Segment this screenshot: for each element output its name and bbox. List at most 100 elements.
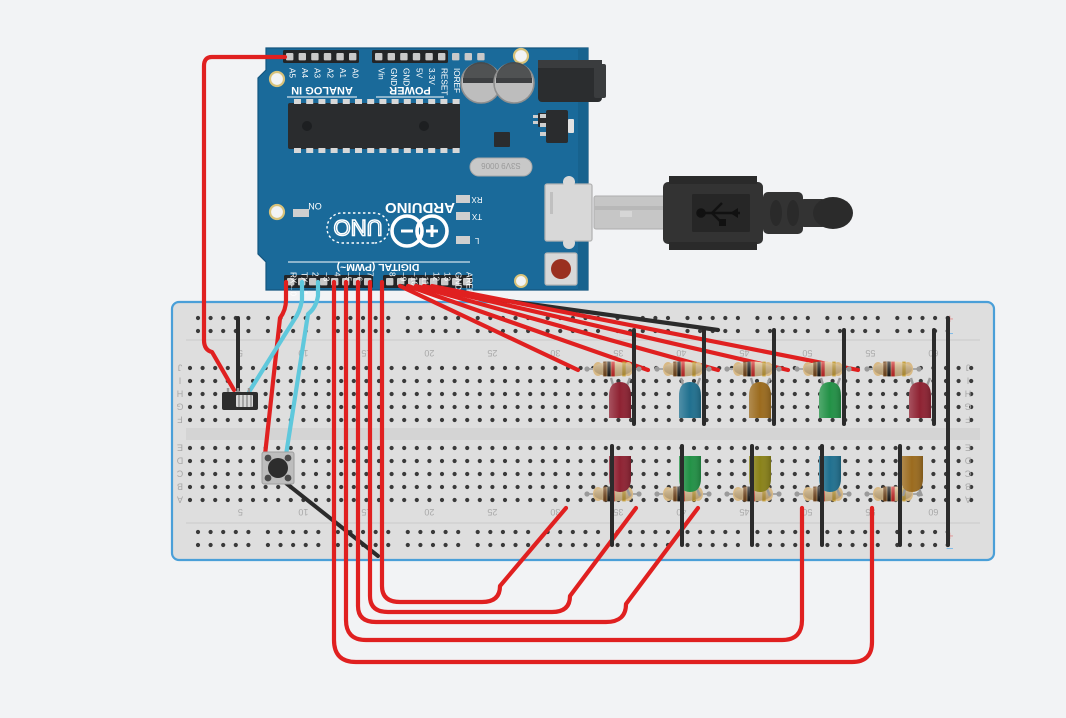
LED-9[interactable] <box>819 456 842 497</box>
header-pin[interactable] <box>287 278 295 286</box>
resistor-lead-end <box>864 491 870 497</box>
breadboard-row-label: H <box>177 389 184 399</box>
breadboard-row-label: A <box>965 495 971 505</box>
rail-hole <box>373 529 378 535</box>
header-pin[interactable] <box>387 53 395 61</box>
header-pin[interactable] <box>412 53 421 61</box>
breadboard-hole <box>477 404 482 410</box>
header-pin[interactable] <box>400 53 408 61</box>
header-pin[interactable] <box>463 278 471 286</box>
header-pin[interactable] <box>464 53 472 61</box>
mounting-hole <box>514 274 528 288</box>
resistor-top-5[interactable] <box>864 361 922 377</box>
breadboard-hole <box>654 378 659 384</box>
resistor-top-3[interactable] <box>724 361 782 377</box>
breadboard-hole <box>225 484 230 490</box>
LED-7[interactable] <box>679 456 702 497</box>
LED-3[interactable] <box>749 377 772 418</box>
breadboard-hole <box>956 365 961 371</box>
header-pin[interactable] <box>311 53 319 61</box>
pin-label: AREF <box>465 272 474 294</box>
header-pin[interactable] <box>298 53 306 61</box>
breadboard-hole <box>603 471 608 477</box>
breadboard-hole <box>465 484 470 490</box>
breadboard-hole <box>339 365 344 371</box>
breadboard-hole <box>187 484 193 490</box>
breadboard-hole <box>780 378 785 384</box>
breadboard-hole <box>276 404 281 410</box>
breadboard-hole <box>200 497 205 503</box>
reset-button[interactable] <box>544 252 578 286</box>
breadboard-hole <box>717 497 722 503</box>
breadboard-hole <box>313 445 319 451</box>
breadboard-hole <box>528 445 533 451</box>
header-pin[interactable] <box>452 53 460 61</box>
ic-pin <box>403 99 411 104</box>
power-header-extra[interactable] <box>452 53 485 61</box>
header-pin[interactable] <box>408 278 416 286</box>
resistor-top-2[interactable] <box>654 361 712 377</box>
header-pin[interactable] <box>286 53 294 61</box>
breadboard-hole <box>956 484 961 490</box>
breadboard-hole <box>288 365 293 371</box>
header-pin[interactable] <box>309 278 317 286</box>
breadboard-hole <box>414 404 419 410</box>
breadboard-hole <box>326 378 331 384</box>
resistor-bot-5[interactable] <box>864 486 922 502</box>
header-pin[interactable] <box>425 53 433 61</box>
resistor-top-1[interactable] <box>584 361 642 377</box>
header-pin[interactable] <box>438 53 446 61</box>
LED-5[interactable] <box>909 377 932 418</box>
breadboard-hole <box>427 471 432 477</box>
resistor-lead-end <box>846 491 852 497</box>
breadboard-hole <box>490 471 495 477</box>
resistor-top-4[interactable] <box>794 361 852 377</box>
slide-switch[interactable] <box>222 388 258 410</box>
header-pin[interactable] <box>419 278 427 286</box>
LED-10[interactable] <box>901 456 924 497</box>
header-pin[interactable] <box>441 278 449 286</box>
breadboard-hole <box>628 445 634 451</box>
breadboard-hole <box>364 445 369 451</box>
header-pin[interactable] <box>452 278 460 286</box>
breadboard-hole <box>855 497 860 503</box>
header-pin[interactable] <box>320 278 328 286</box>
header-pin[interactable] <box>386 278 394 286</box>
breadboard-hole <box>843 484 848 490</box>
header-pin[interactable] <box>477 53 485 61</box>
power-header[interactable] <box>372 50 448 63</box>
header-pin[interactable] <box>349 53 357 61</box>
header-pin[interactable] <box>397 278 405 286</box>
breadboard-hole <box>389 471 394 477</box>
header-pin[interactable] <box>430 278 438 286</box>
breadboard-hole <box>465 365 470 371</box>
breadboard-hole <box>225 497 230 503</box>
LED-2[interactable] <box>679 377 702 418</box>
header-pin[interactable] <box>323 53 332 61</box>
breadboard-hole <box>742 391 747 397</box>
wire-red-d9 <box>397 283 581 373</box>
pushbutton[interactable] <box>261 451 295 485</box>
LED-4[interactable] <box>819 377 842 418</box>
wire-layer <box>201 54 875 665</box>
rail-hole <box>735 315 741 321</box>
header-pin[interactable] <box>336 53 344 61</box>
rail-hole <box>595 542 601 548</box>
breadboard-hole <box>931 471 936 477</box>
rail-hole <box>875 529 880 535</box>
breadboard-hole <box>603 391 608 397</box>
resistor-lead-end <box>916 366 922 372</box>
breadboard-hole <box>540 484 545 490</box>
breadboard-hole <box>565 445 571 451</box>
analog-header[interactable] <box>283 50 359 63</box>
pin-label: ~5 <box>344 272 353 282</box>
header-pin[interactable] <box>375 53 383 61</box>
LED-8[interactable] <box>749 456 772 497</box>
breadboard-column-label: 30 <box>550 348 560 358</box>
ic-pin <box>379 148 387 153</box>
breadboard-hole <box>250 365 256 371</box>
resistor-lead-end <box>654 366 660 372</box>
ic-pin <box>452 99 460 104</box>
LED-1[interactable] <box>609 377 632 418</box>
breadboard-hole <box>351 445 356 451</box>
